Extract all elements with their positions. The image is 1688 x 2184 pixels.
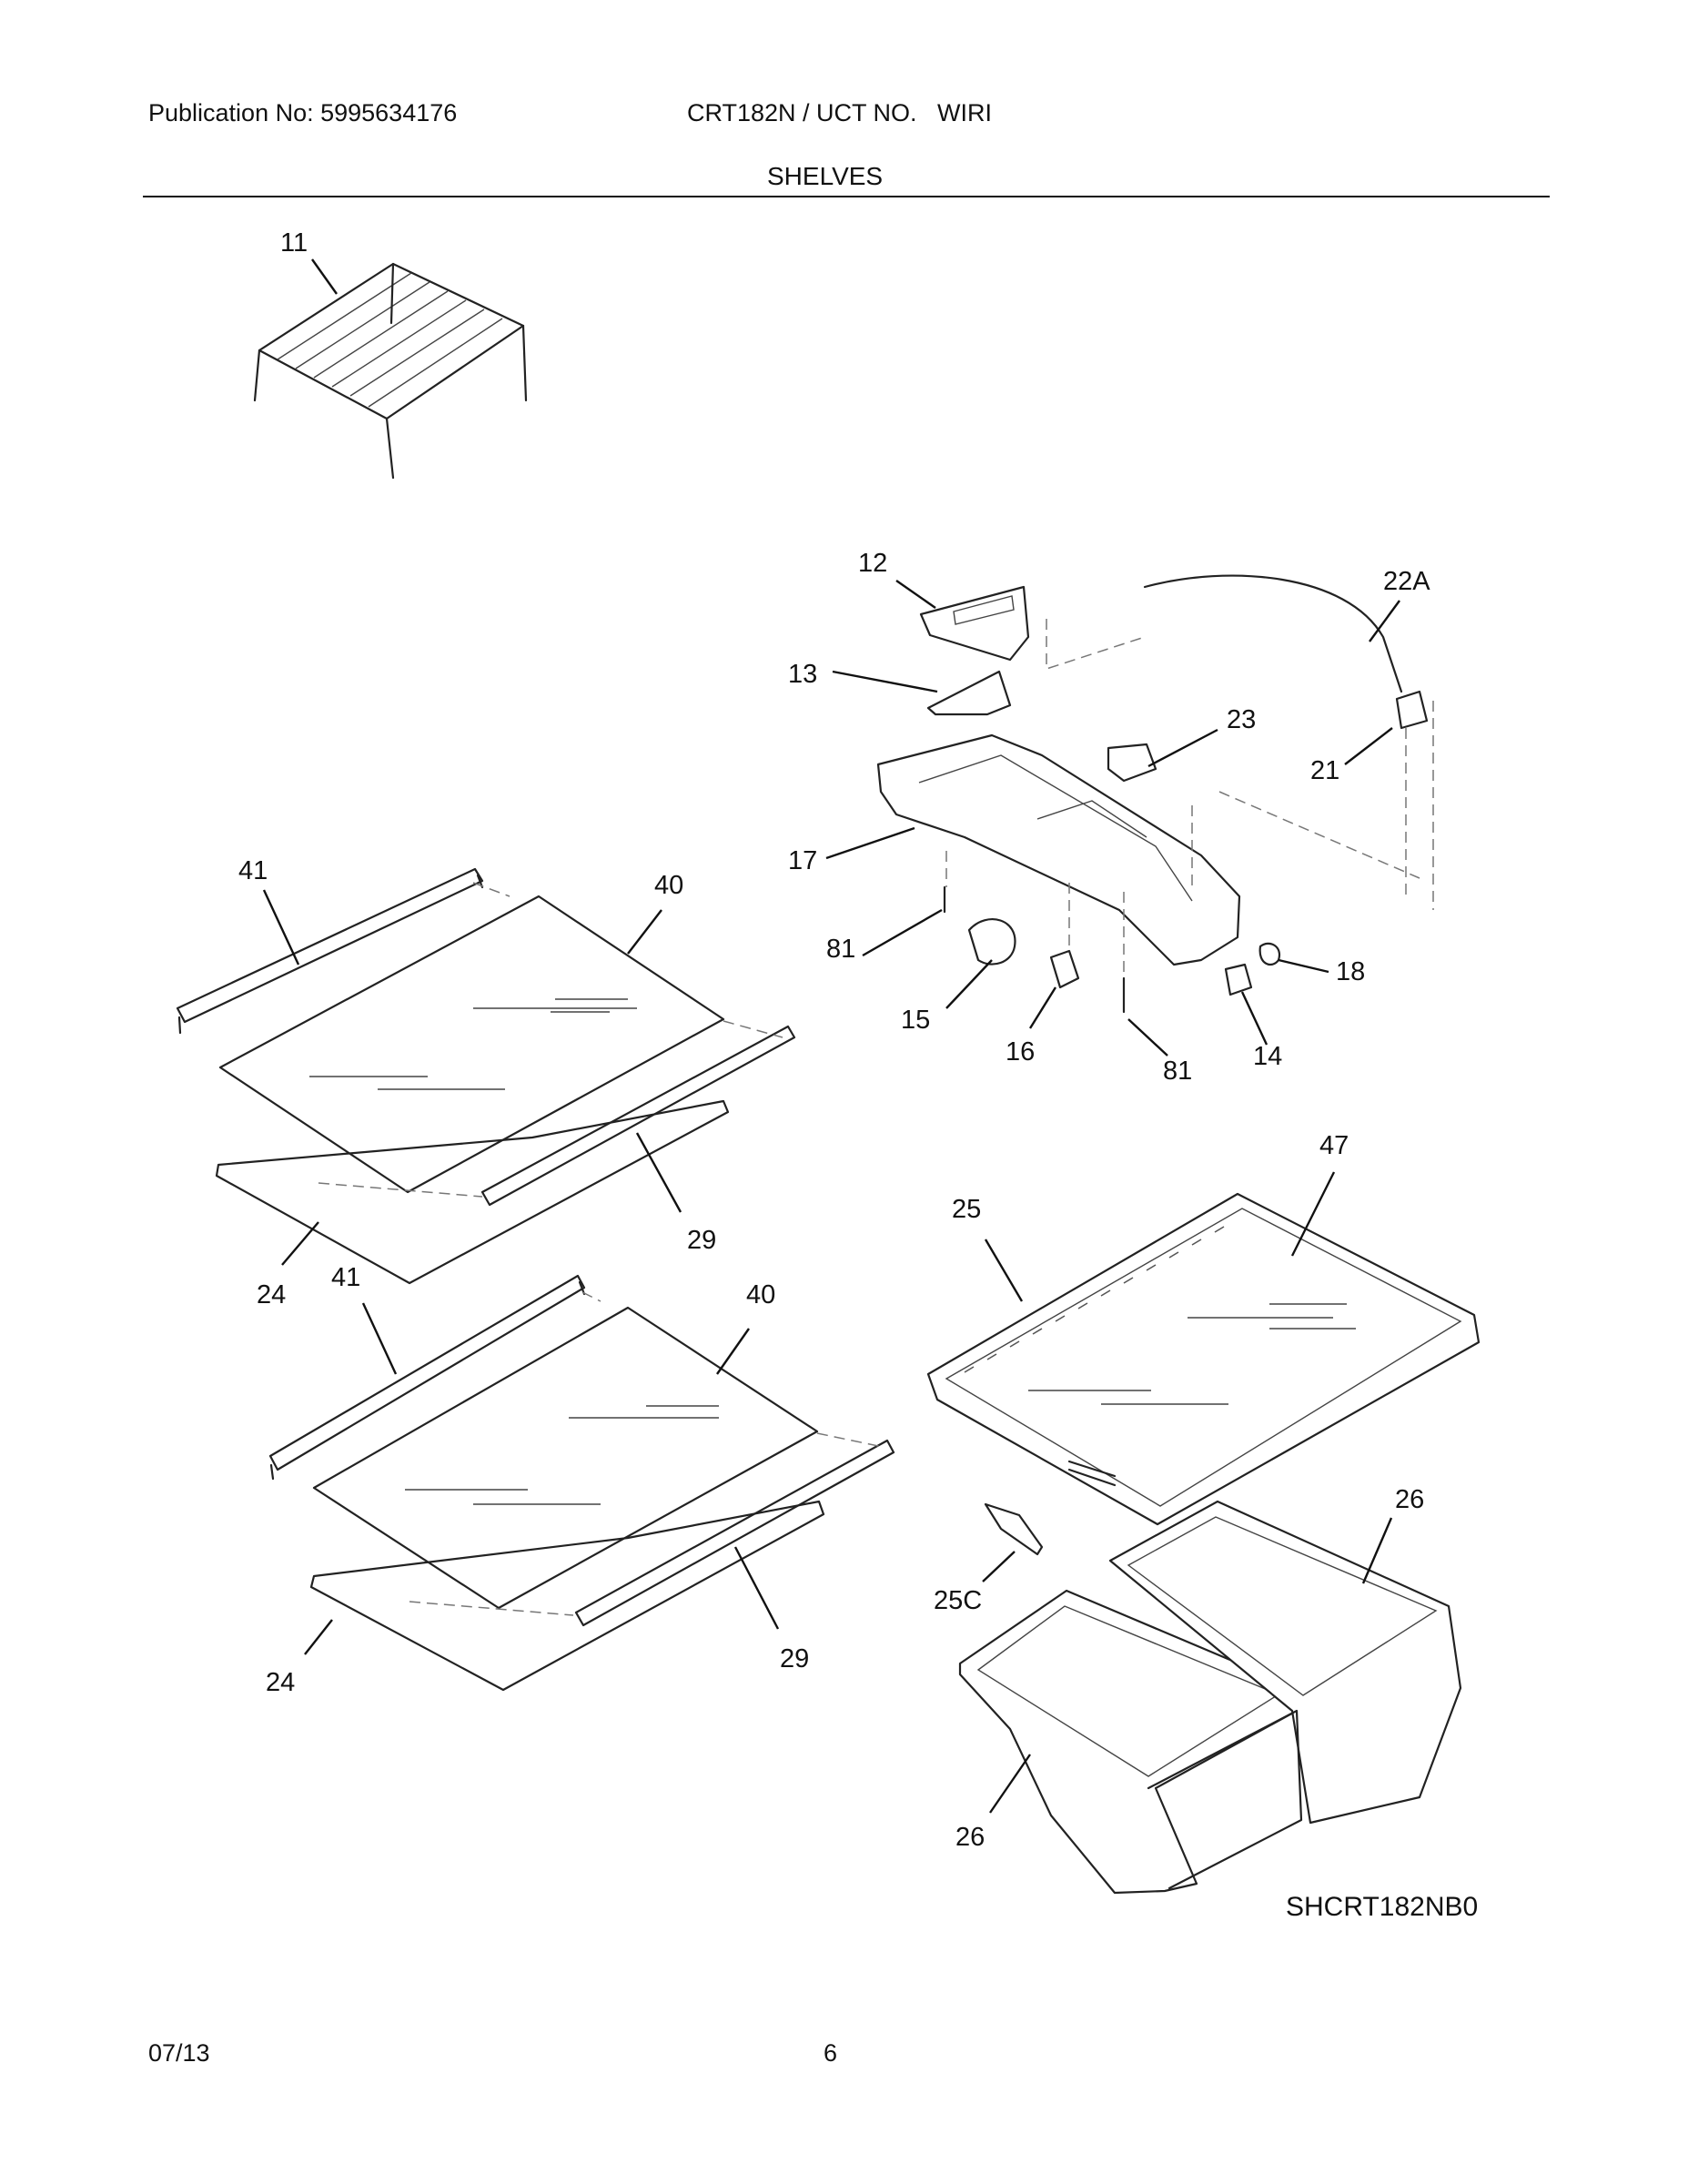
crisper-drawers-part [958,1500,1462,1895]
callout-15: 15 [901,1006,930,1035]
callout-81-upper: 81 [826,935,855,964]
upper-glass-shelf-part [176,867,796,1285]
callout-29-upper: 29 [687,1226,716,1255]
publication-number: Publication No: 5995634176 [148,99,458,126]
callout-40-lower: 40 [746,1280,775,1309]
callout-24-upper: 24 [257,1280,286,1309]
callout-12: 12 [858,549,887,578]
page-number: 6 [824,2039,838,2067]
callout-13: 13 [788,660,817,689]
header-rule [143,196,1550,197]
callout-81-lower: 81 [1163,1057,1192,1086]
footer-date: 07/13 [148,2039,210,2067]
callout-23: 23 [1227,705,1256,734]
callout-41-upper: 41 [238,856,268,885]
diagram-id: SHCRT182NB0 [1286,1892,1478,1922]
light-housing-part [876,574,1434,1014]
callout-14: 14 [1253,1042,1282,1071]
callout-26-left: 26 [955,1823,985,1852]
callout-47: 47 [1319,1131,1349,1160]
callout-18: 18 [1336,957,1365,986]
callout-25: 25 [952,1195,981,1224]
callout-leaders [262,258,1400,1814]
callout-24-lower: 24 [266,1668,295,1697]
callout-22a: 22A [1383,567,1430,596]
callout-17: 17 [788,846,817,875]
model-code: WIRI [937,99,992,126]
callout-29-lower: 29 [780,1644,809,1673]
section-title: SHELVES [767,162,884,190]
callout-40-upper: 40 [654,871,683,900]
crisper-cover-part [926,1192,1481,1556]
callout-11: 11 [280,228,308,258]
callout-21: 21 [1310,756,1339,785]
callout-41-lower: 41 [331,1263,360,1292]
callout-26-right: 26 [1395,1485,1424,1514]
model-number: CRT182N / UCT NO. [687,99,917,126]
callout-16: 16 [1006,1037,1035,1067]
callout-25c: 25C [934,1586,982,1615]
callout-labels: 11 12 13 22A 23 21 17 81 18 15 16 81 14 … [238,228,1478,1922]
lower-glass-shelf-part [268,1274,895,1692]
wire-shelf-part [253,262,528,480]
